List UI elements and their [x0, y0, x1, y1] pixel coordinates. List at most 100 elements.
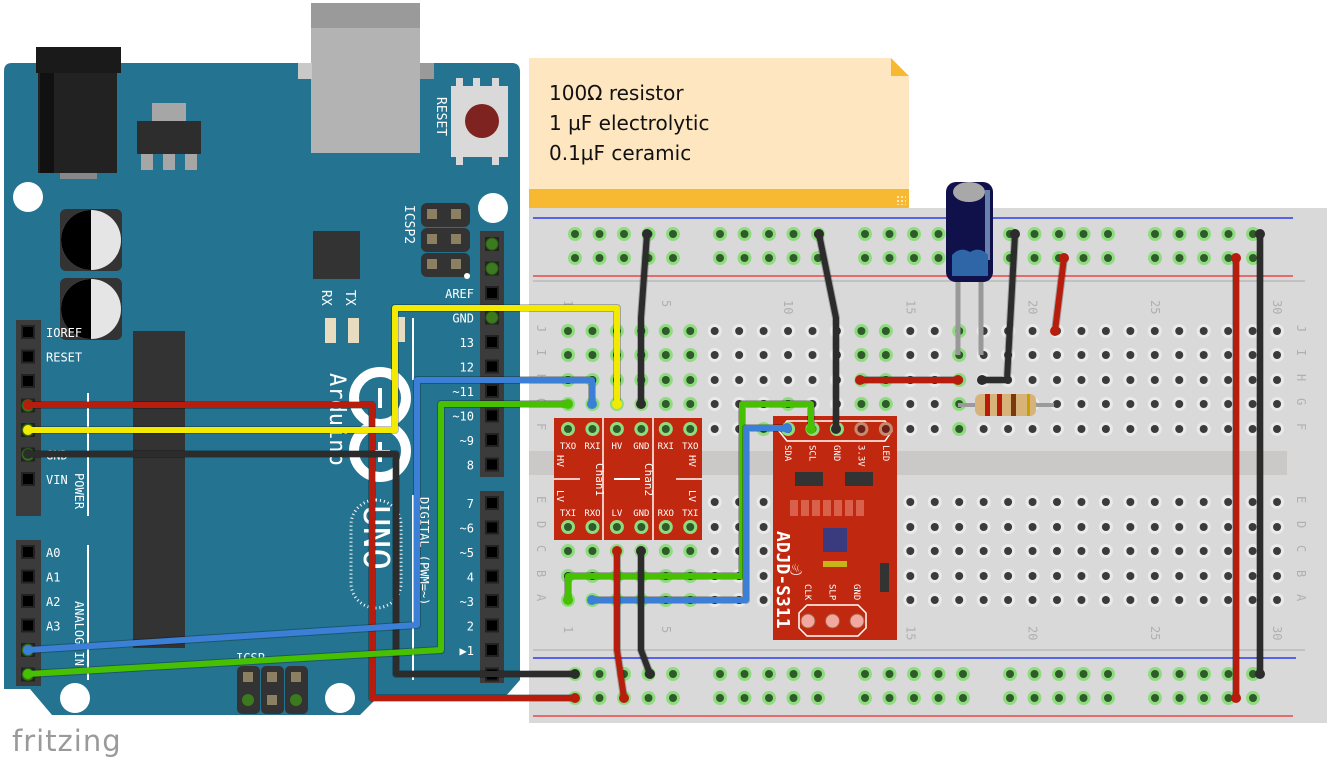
- breadboard-hole[interactable]: [1126, 327, 1135, 335]
- breadboard-hole[interactable]: [1150, 547, 1159, 555]
- rail-hole[interactable]: [1104, 694, 1112, 702]
- breadboard-hole[interactable]: [1150, 523, 1159, 531]
- rail-hole[interactable]: [1079, 670, 1088, 678]
- breadboard-hole[interactable]: [1004, 425, 1013, 433]
- breadboard-hole[interactable]: [1224, 596, 1233, 604]
- breadboard-hole[interactable]: [1199, 400, 1208, 408]
- rail-hole[interactable]: [740, 694, 749, 702]
- breadboard-hole[interactable]: [1028, 376, 1037, 384]
- sensor-pin[interactable]: [825, 613, 840, 629]
- breadboard-hole[interactable]: [661, 351, 670, 359]
- breadboard-hole[interactable]: [857, 327, 866, 335]
- resize-grip-icon[interactable]: [896, 195, 906, 205]
- breadboard-hole[interactable]: [1175, 351, 1184, 359]
- breadboard-hole[interactable]: [661, 327, 670, 335]
- breadboard-hole[interactable]: [1077, 523, 1086, 531]
- rail-hole[interactable]: [1104, 254, 1112, 262]
- rail-hole[interactable]: [959, 694, 967, 702]
- breadboard-hole[interactable]: [1199, 351, 1208, 359]
- breadboard-hole[interactable]: [710, 400, 719, 408]
- rail-hole[interactable]: [1200, 670, 1208, 678]
- breadboard-hole[interactable]: [1028, 425, 1037, 433]
- rail-hole[interactable]: [1249, 694, 1257, 702]
- rail-hole[interactable]: [1151, 230, 1159, 238]
- breadboard-hole[interactable]: [808, 327, 817, 335]
- rail-hole[interactable]: [861, 694, 869, 702]
- breadboard-hole[interactable]: [1077, 376, 1086, 384]
- breadboard-hole[interactable]: [1053, 351, 1061, 359]
- breadboard-hole[interactable]: [906, 523, 915, 531]
- wire-black-ls-gnd2[interactable]: [638, 548, 653, 677]
- breadboard-hole[interactable]: [1224, 547, 1233, 555]
- breadboard-hole[interactable]: [906, 327, 915, 335]
- breadboard-hole[interactable]: [1273, 572, 1282, 580]
- breadboard-hole[interactable]: [1101, 572, 1110, 580]
- breadboard-hole[interactable]: [1077, 572, 1086, 580]
- wire-red-rail[interactable]: [1052, 255, 1067, 334]
- breadboard-hole[interactable]: [1053, 572, 1061, 580]
- breadboard-hole[interactable]: [1150, 351, 1159, 359]
- breadboard-hole[interactable]: [735, 327, 744, 335]
- rail-hole[interactable]: [1104, 230, 1112, 238]
- breadboard-hole[interactable]: [1004, 498, 1013, 506]
- rail-hole[interactable]: [765, 254, 773, 262]
- wire-green-scl[interactable]: [565, 401, 814, 603]
- breadboard-hole[interactable]: [979, 498, 988, 506]
- breadboard-hole[interactable]: [955, 498, 964, 506]
- breadboard-hole[interactable]: [930, 596, 939, 604]
- rail-hole[interactable]: [644, 694, 653, 702]
- rail-hole[interactable]: [716, 694, 724, 702]
- breadboard-hole[interactable]: [906, 547, 915, 555]
- breadboard-hole[interactable]: [1248, 425, 1257, 433]
- breadboard-hole[interactable]: [1004, 547, 1013, 555]
- breadboard-hole[interactable]: [1273, 351, 1282, 359]
- breadboard-hole[interactable]: [1101, 327, 1110, 335]
- rail-hole[interactable]: [861, 254, 869, 262]
- breadboard-hole[interactable]: [1028, 351, 1037, 359]
- breadboard-hole[interactable]: [1150, 498, 1159, 506]
- breadboard-hole[interactable]: [759, 547, 768, 555]
- rail-hole[interactable]: [910, 670, 918, 678]
- rail-hole[interactable]: [1224, 230, 1233, 238]
- breadboard-hole[interactable]: [1004, 523, 1013, 531]
- breadboard-hole[interactable]: [979, 523, 988, 531]
- breadboard-hole[interactable]: [1248, 327, 1257, 335]
- breadboard-hole[interactable]: [1053, 547, 1061, 555]
- breadboard-hole[interactable]: [1053, 523, 1061, 531]
- rail-hole[interactable]: [789, 694, 798, 702]
- breadboard-hole[interactable]: [955, 572, 964, 580]
- breadboard-hole[interactable]: [1175, 596, 1184, 604]
- breadboard-hole[interactable]: [710, 425, 719, 433]
- breadboard-hole[interactable]: [1053, 376, 1061, 384]
- breadboard-hole[interactable]: [1248, 572, 1257, 580]
- breadboard-hole[interactable]: [1199, 547, 1208, 555]
- breadboard-hole[interactable]: [979, 596, 988, 604]
- breadboard-hole[interactable]: [1101, 425, 1110, 433]
- breadboard-hole[interactable]: [930, 547, 939, 555]
- breadboard-hole[interactable]: [759, 498, 768, 506]
- rail-hole[interactable]: [934, 670, 943, 678]
- breadboard-hole[interactable]: [784, 327, 793, 335]
- breadboard-hole[interactable]: [857, 351, 866, 359]
- breadboard-hole[interactable]: [906, 425, 915, 433]
- breadboard-hole[interactable]: [759, 327, 768, 335]
- breadboard-hole[interactable]: [1248, 351, 1257, 359]
- breadboard-hole[interactable]: [1126, 572, 1135, 580]
- reset-button[interactable]: [451, 78, 508, 165]
- breadboard-hole[interactable]: [1126, 523, 1135, 531]
- breadboard-hole[interactable]: [1077, 327, 1086, 335]
- breadboard-hole[interactable]: [1273, 547, 1282, 555]
- wire-blue-sda[interactable]: [589, 425, 790, 603]
- sensor-pin[interactable]: [800, 613, 816, 629]
- rail-hole[interactable]: [1224, 670, 1233, 678]
- breadboard-hole[interactable]: [1126, 376, 1135, 384]
- rail-hole[interactable]: [1055, 670, 1063, 678]
- breadboard-hole[interactable]: [1053, 596, 1061, 604]
- rail-hole[interactable]: [934, 230, 943, 238]
- rail-hole[interactable]: [595, 670, 604, 678]
- rail-hole[interactable]: [789, 230, 798, 238]
- breadboard-hole[interactable]: [686, 351, 695, 359]
- breadboard-hole[interactable]: [759, 376, 768, 384]
- breadboard-hole[interactable]: [1126, 498, 1135, 506]
